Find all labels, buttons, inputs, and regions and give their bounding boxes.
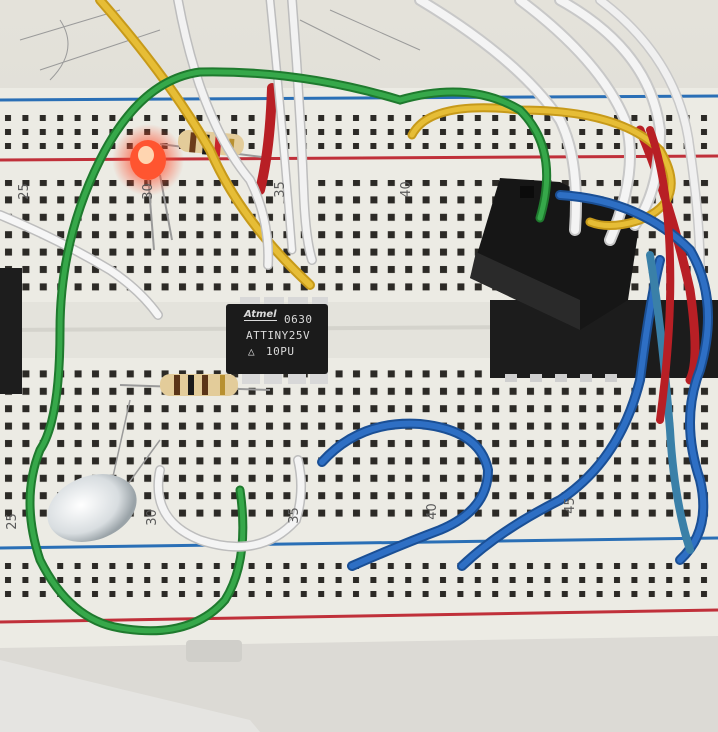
chip-body (226, 304, 328, 374)
isp-connector (470, 178, 640, 330)
white-led (47, 474, 137, 542)
left-header-connector (0, 268, 22, 394)
bottom-rail-blue-line (0, 536, 718, 550)
red-wire-right (646, 126, 675, 424)
paper-sketch-lines (19, 9, 421, 81)
breadboard (0, 88, 718, 732)
red-wire-top (255, 83, 277, 195)
plastic-bag (0, 660, 260, 732)
attiny25-chip (226, 297, 328, 384)
breadboard-clip (186, 640, 242, 662)
top-rail-blue-line (0, 94, 718, 102)
wires (0, 0, 713, 636)
resistor-middle (119, 374, 271, 396)
bottom-rail-red-line (0, 608, 718, 624)
